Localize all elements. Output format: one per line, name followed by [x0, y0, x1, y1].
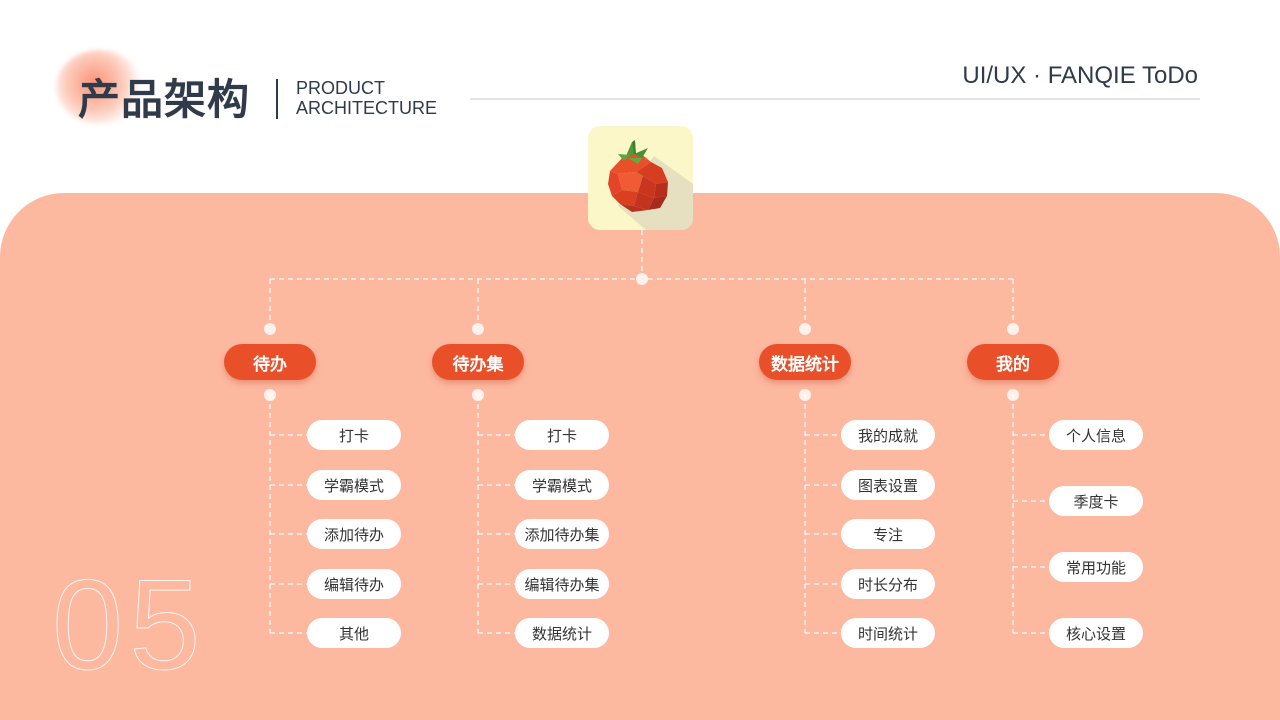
- leaf-node: 时长分布: [841, 569, 935, 599]
- leaf-node: 季度卡: [1049, 486, 1143, 516]
- connector-dot: [636, 273, 648, 285]
- leaf-node: 核心设置: [1049, 618, 1143, 648]
- connector-dot: [1007, 323, 1019, 335]
- category-node: 待办: [224, 344, 316, 380]
- brand-label: UI/UX · FANQIE ToDo: [962, 62, 1198, 89]
- leaf-node: 时间统计: [841, 618, 935, 648]
- connector-dot: [472, 323, 484, 335]
- leaf-node: 打卡: [307, 420, 401, 450]
- subtitle-line-1: PRODUCT: [296, 78, 385, 98]
- leaf-node: 个人信息: [1049, 420, 1143, 450]
- category-node: 数据统计: [759, 344, 851, 380]
- leaf-node: 添加待办: [307, 519, 401, 549]
- category-node: 待办集: [432, 344, 524, 380]
- category-node: 我的: [967, 344, 1059, 380]
- leaf-node: 图表设置: [841, 470, 935, 500]
- brand-underline: [470, 98, 1200, 100]
- leaf-node: 专注: [841, 519, 935, 549]
- leaf-node: 打卡: [515, 420, 609, 450]
- connector-dot: [799, 323, 811, 335]
- connector-dot: [264, 323, 276, 335]
- title-accent-blob: [56, 50, 142, 124]
- leaf-node: 其他: [307, 618, 401, 648]
- page-title: 产品架构: [78, 75, 251, 124]
- leaf-node: 编辑待办: [307, 569, 401, 599]
- subtitle-line-2: ARCHITECTURE: [296, 98, 438, 118]
- leaf-node: 学霸模式: [307, 470, 401, 500]
- page-number: 05: [51, 554, 207, 697]
- leaf-node: 常用功能: [1049, 552, 1143, 582]
- leaf-node: 添加待办集: [515, 519, 609, 549]
- leaf-node: 我的成就: [841, 420, 935, 450]
- leaf-node: 编辑待办集: [515, 569, 609, 599]
- leaf-node: 学霸模式: [515, 470, 609, 500]
- app-logo: [588, 126, 693, 230]
- title-divider: [276, 79, 278, 119]
- tomato-icon: [608, 140, 693, 230]
- page-subtitle: PRODUCT ARCHITECTURE: [296, 78, 437, 118]
- leaf-node: 数据统计: [515, 618, 609, 648]
